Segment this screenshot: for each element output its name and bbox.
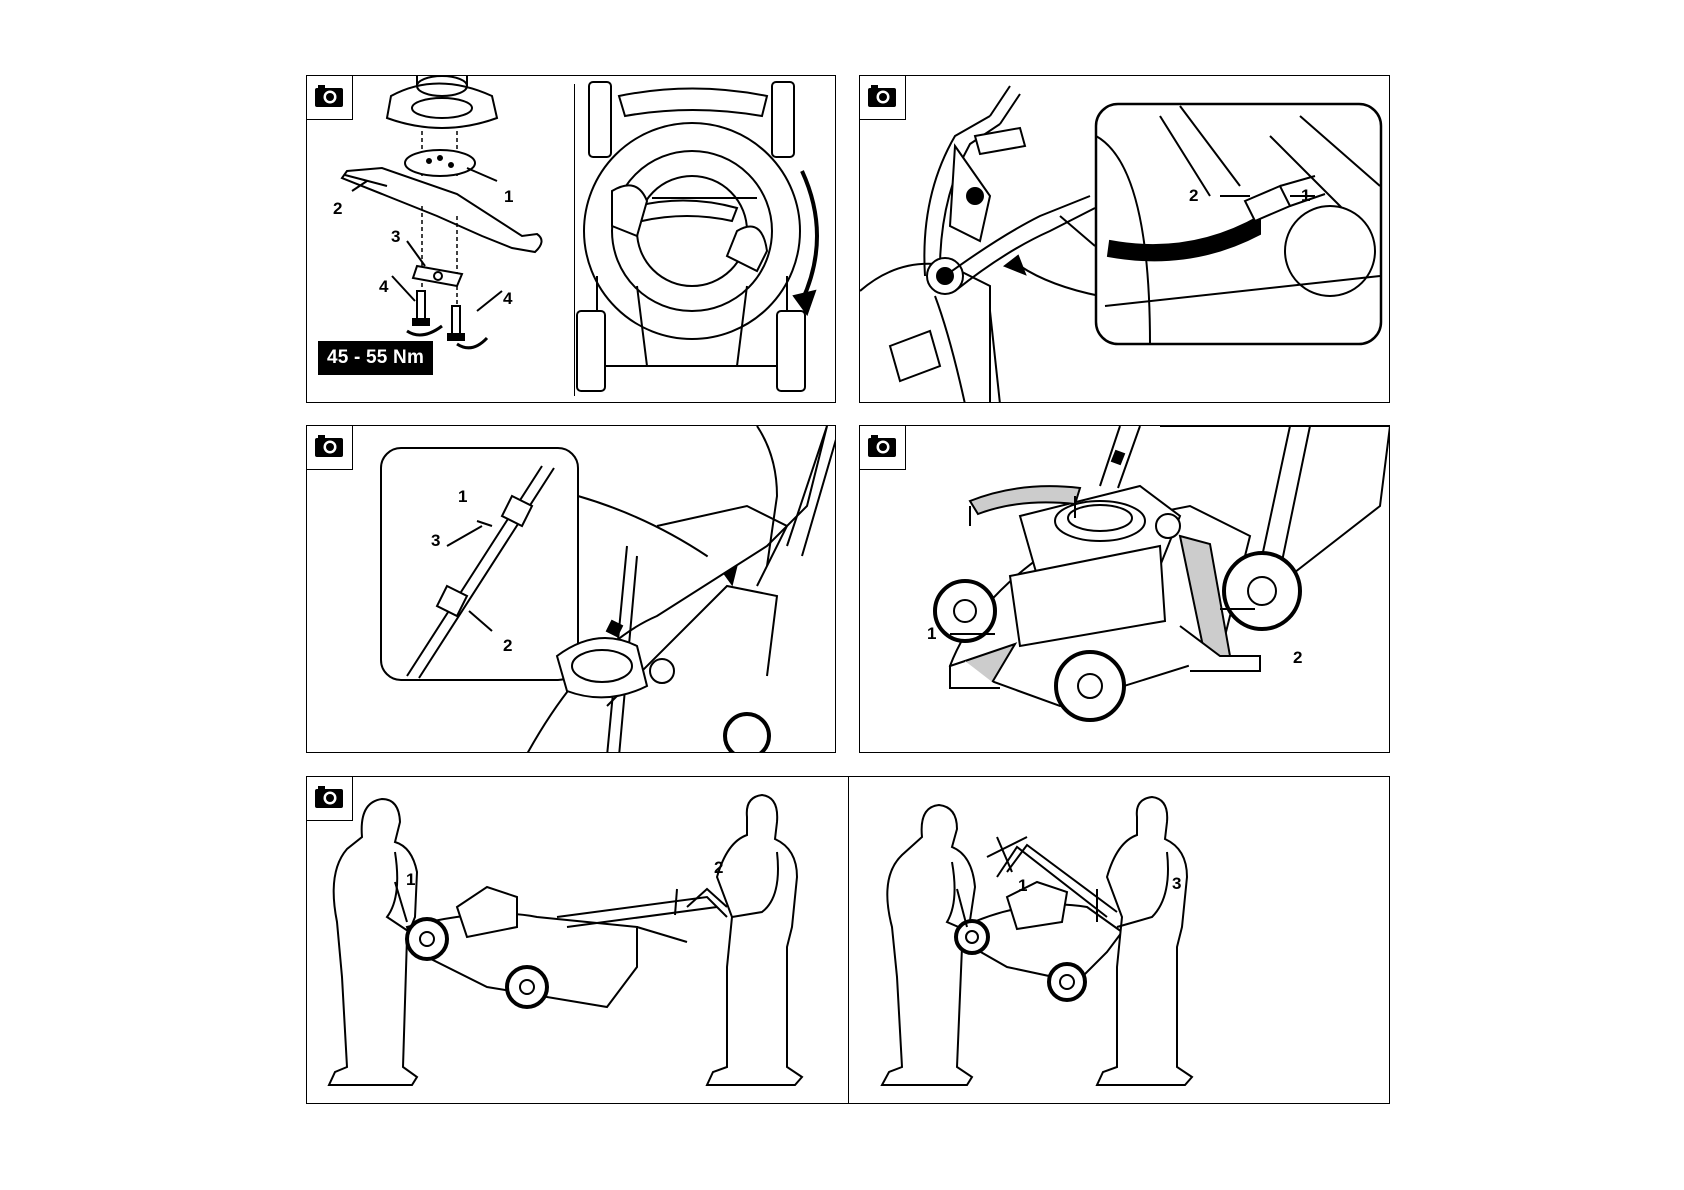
callout-3: 3 — [391, 228, 400, 245]
panel-cable-connector: 2 1 — [859, 75, 1390, 403]
callout-2: 2 — [1189, 187, 1198, 204]
panel-two-person-carry: 1 2 1 3 — [306, 776, 1390, 1104]
callout-1: 1 — [504, 188, 513, 205]
callout-1-left: 1 — [406, 871, 415, 888]
panel-lifting-straps: 1 2 — [859, 425, 1390, 753]
cable-connector-drawing — [860, 76, 1390, 403]
callout-1-right: 1 — [1018, 877, 1027, 894]
panel-divider — [574, 84, 575, 396]
callout-2: 2 — [1293, 649, 1302, 666]
callout-2-left: 2 — [714, 859, 723, 876]
camera-icon — [860, 426, 906, 470]
panel-handle-coupling: 1 3 2 — [306, 425, 836, 753]
callout-1: 1 — [927, 625, 936, 642]
carrying-drawing — [307, 777, 1390, 1104]
camera-icon — [307, 426, 353, 470]
callout-1: 1 — [1301, 187, 1310, 204]
panel-blade-assembly: 1 2 3 4 4 45 - 55 Nm — [306, 75, 836, 403]
callout-4-right: 4 — [503, 290, 512, 307]
camera-icon — [860, 76, 906, 120]
callout-2: 2 — [503, 637, 512, 654]
camera-icon — [307, 777, 353, 821]
torque-label: 45 - 55 Nm — [318, 341, 433, 375]
camera-icon — [307, 76, 353, 120]
lifting-straps-drawing — [860, 426, 1390, 753]
callout-1: 1 — [458, 488, 467, 505]
callout-3-right: 3 — [1172, 875, 1181, 892]
handle-coupling-drawing — [307, 426, 836, 753]
callout-3: 3 — [431, 532, 440, 549]
callout-2: 2 — [333, 200, 342, 217]
callout-4-left: 4 — [379, 278, 388, 295]
